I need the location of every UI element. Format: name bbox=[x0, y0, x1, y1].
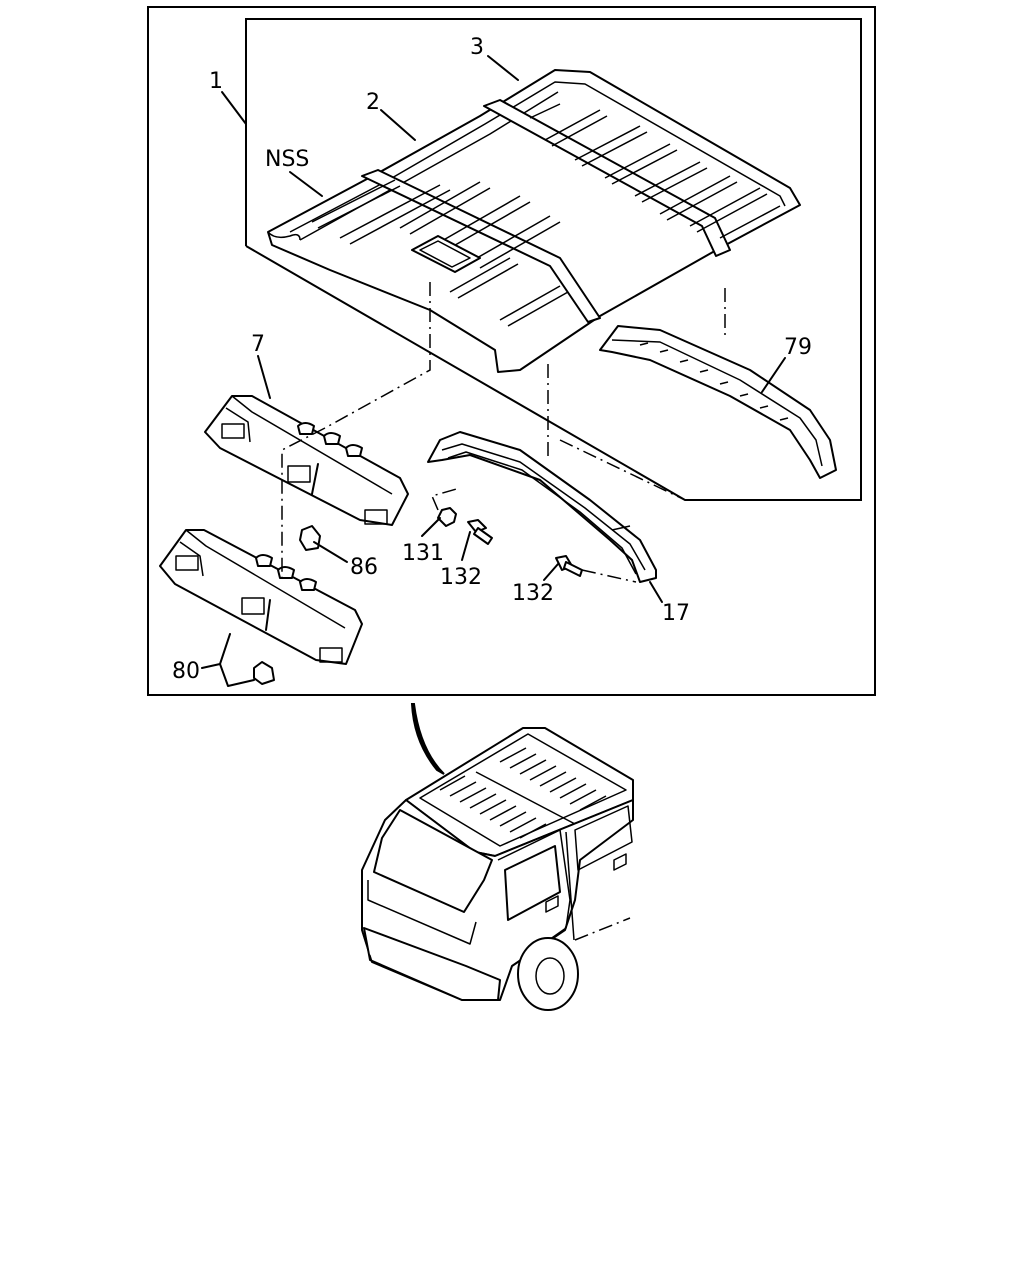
nut-131 bbox=[437, 507, 457, 527]
callout-7: 7 bbox=[251, 332, 265, 357]
header-trim-lower-80 bbox=[159, 529, 363, 665]
clip-80 bbox=[253, 661, 275, 685]
location-pointer bbox=[410, 703, 445, 775]
callout-1: 1 bbox=[209, 69, 223, 94]
callout-131: 131 bbox=[402, 541, 444, 566]
bolt-132 bbox=[467, 519, 493, 545]
callout-nss: NSS bbox=[265, 147, 309, 172]
roof-bow-rear-79 bbox=[599, 325, 837, 479]
roof-reinforcement-17 bbox=[427, 431, 657, 583]
truck-illustration bbox=[361, 727, 634, 1011]
clip-86 bbox=[299, 525, 321, 551]
assembly-lines bbox=[281, 282, 726, 583]
leader-lines bbox=[201, 55, 786, 687]
callout-132-b: 132 bbox=[512, 581, 554, 606]
outer-frame bbox=[147, 6, 876, 696]
callout-3: 3 bbox=[470, 35, 484, 60]
callout-132-a: 132 bbox=[440, 565, 482, 590]
callout-86: 86 bbox=[350, 555, 378, 580]
callout-2: 2 bbox=[366, 90, 380, 115]
bolt-132-b bbox=[555, 555, 583, 577]
header-trim-upper-7 bbox=[204, 395, 409, 526]
callout-17: 17 bbox=[662, 601, 690, 626]
callout-79: 79 bbox=[784, 335, 812, 360]
inner-assembly-frame bbox=[245, 18, 862, 501]
callout-80: 80 bbox=[172, 659, 200, 684]
roof-panel bbox=[267, 69, 801, 373]
